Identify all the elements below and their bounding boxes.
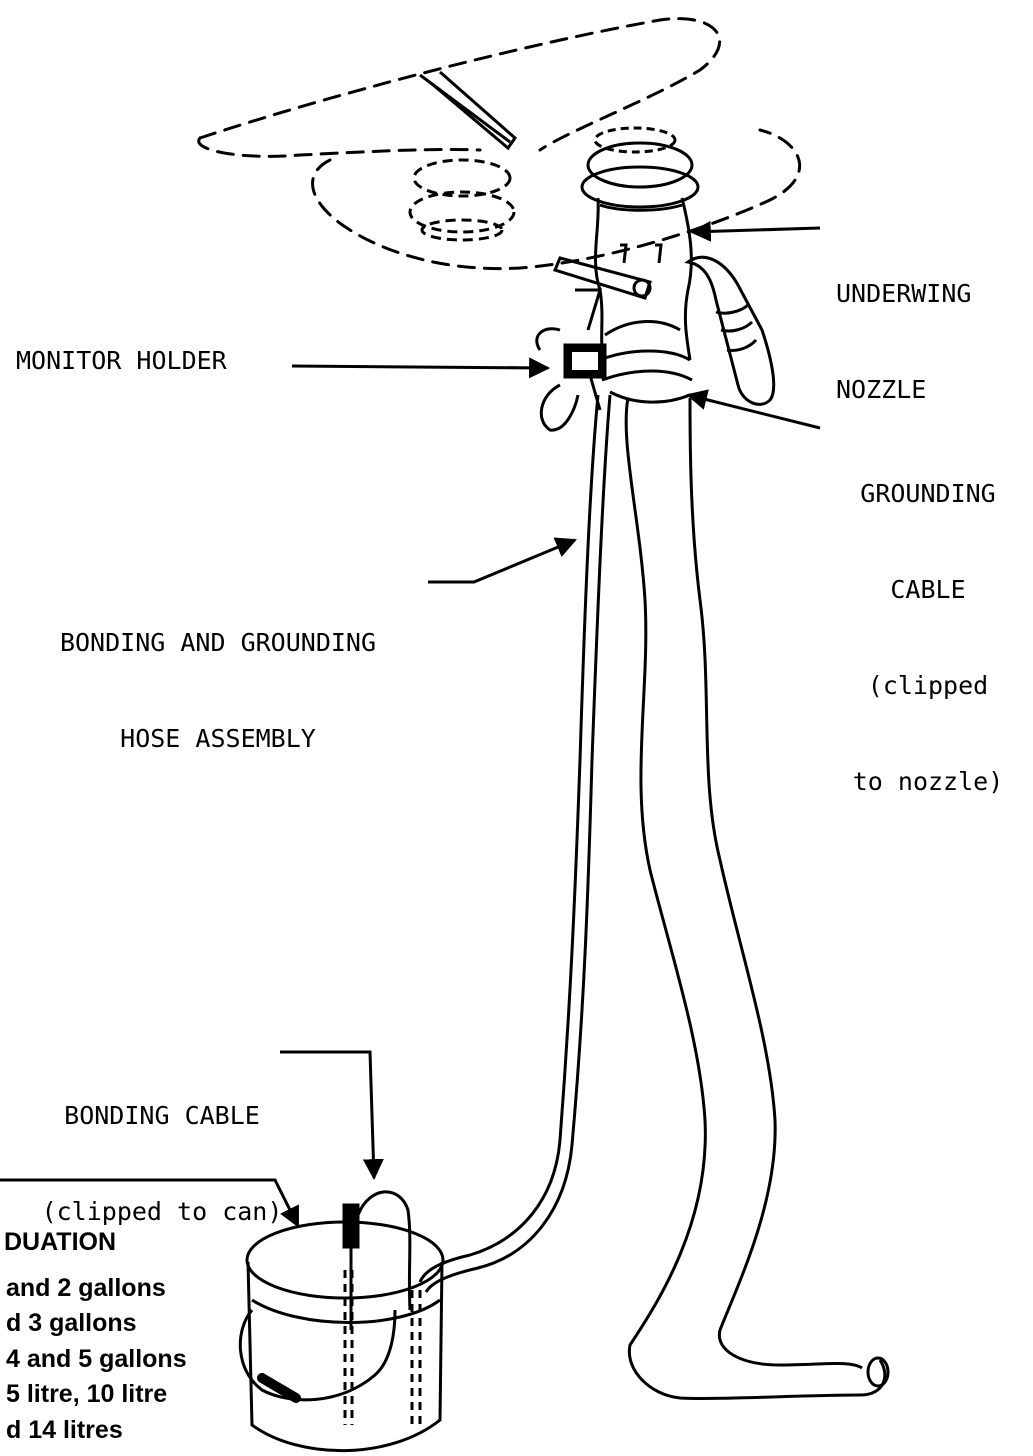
label-bonding-hose-line2: HOSE ASSEMBLY <box>8 723 428 755</box>
label-bonding-hose: BONDING AND GROUNDING HOSE ASSEMBLY <box>8 563 428 787</box>
nozzle-handle <box>688 257 774 404</box>
graduation-line-4: 5 litre, 10 litre <box>6 1377 167 1412</box>
label-grounding-line1: GROUNDING <box>830 478 1026 510</box>
label-underwing-nozzle: UNDERWING NOZZLE <box>836 214 971 438</box>
label-underwing-line2: NOZZLE <box>836 374 971 406</box>
wing-access-panel <box>420 72 515 148</box>
graduation-line-5: d 14 litres <box>6 1413 123 1448</box>
bonding-grounding-cable <box>420 395 610 1292</box>
label-grounding-cable: GROUNDING CABLE (clipped to nozzle) <box>830 414 1026 830</box>
label-underwing-line1: UNDERWING <box>836 278 971 310</box>
fuel-adapter-left <box>410 160 514 240</box>
graduation-title: DUATION <box>4 1225 116 1260</box>
label-bonding-cable-line1: BONDING CABLE <box>12 1100 312 1132</box>
graduation-line-1: and 2 gallons <box>6 1271 166 1306</box>
label-grounding-line4: to nozzle) <box>830 766 1026 798</box>
bonding-clip <box>344 1192 410 1330</box>
fuel-adapter-right <box>582 128 698 207</box>
label-bonding-cable-line2: (clipped to can) <box>12 1196 312 1228</box>
graduation-line-2: d 3 gallons <box>6 1306 137 1341</box>
graduation-line-3: 4 and 5 gallons <box>6 1342 187 1377</box>
monitor-holder <box>537 290 605 430</box>
label-grounding-line3: (clipped <box>830 670 1026 702</box>
label-grounding-line2: CABLE <box>830 574 1026 606</box>
label-monitor-holder: MONITOR HOLDER <box>16 345 227 377</box>
label-bonding-hose-line1: BONDING AND GROUNDING <box>8 627 428 659</box>
